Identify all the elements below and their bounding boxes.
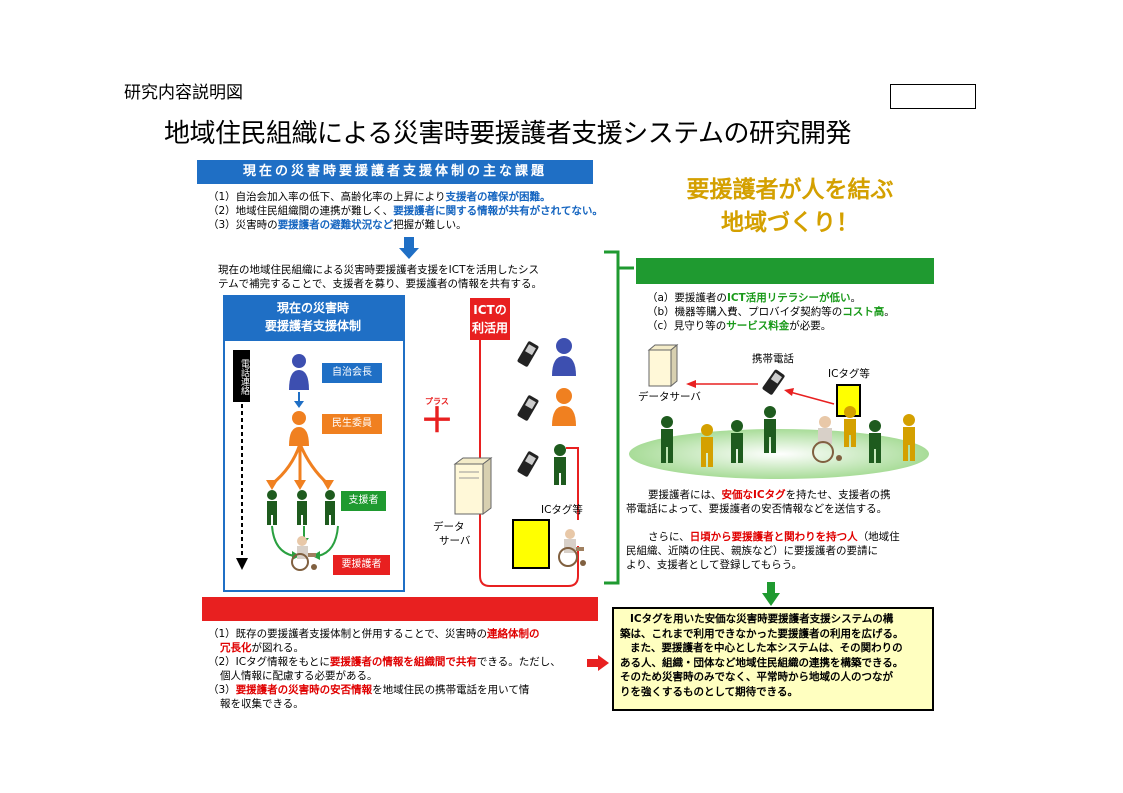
problems-list: （a）要援護者のICT活用リテラシーが低い。 （b）機器等購入費、プロバイダ契約… [647, 291, 937, 333]
current-system-title-1: 現在の災害時 [276, 301, 349, 315]
plus-icon: ＋ [420, 401, 454, 441]
issues-list: （1）自治会加入率の低下、高齢化率の上昇により支援者の確保が困難。 （2）地域住… [208, 190, 648, 232]
ict-title-1: ICTの [473, 303, 507, 317]
right-server-label: データサーバ [638, 391, 701, 403]
slogan-line-1: 要援護者が人を結ぶ [686, 177, 894, 203]
branch-arrows-icon [266, 443, 334, 490]
conclusion-line-5: そのため災害時のみでなく、平常時から地域の人のつなが [620, 671, 893, 683]
ic-tag-icon [512, 519, 550, 569]
supporter-person-icon [267, 490, 335, 525]
slogan-line-2: 地域づくり！ [721, 210, 859, 236]
issue-2: （2）地域住民組織間の連携が難しく、要援護者に関する情報が共有がされてない。 [208, 205, 603, 217]
conclusion-line-3: また、要援護者を中心とした本システムは、その関わりの [630, 642, 903, 654]
ict-server-label: データ サーバ [433, 520, 470, 548]
ict-tag-label: ICタグ等 [541, 504, 583, 516]
dotted-down-arrow-icon [236, 404, 248, 570]
role-welfare-label: 民生委員 [322, 414, 382, 434]
effect-3: （3）要援護者の災害時の安否情報を地域住民の携帯電話を用いて情 [208, 684, 530, 696]
effect-2: （2）ICタグ情報をもとに要援護者の情報を組織間で共有できる。ただし、 [208, 656, 561, 668]
right-tag-label: ICタグ等 [828, 368, 870, 380]
right-desc-1-line-2: 帯電話によって、要援護者の安否情報などを送信する。 [626, 503, 888, 515]
conclusion-line-4: ある人、組織・団体など地域住民組織の連携を構築できる。 [620, 656, 904, 669]
conclusion-line-2: 築は、これまで利用できなかった要援護者の利用を広げる。 [620, 627, 904, 640]
red-right-arrow-icon [587, 655, 609, 671]
ict-red-frame [479, 338, 579, 587]
effect-1: （1）既存の要援護者支援体制と併用することで、災害時の連絡体制の [208, 628, 540, 640]
current-system-title-2: 要援護者支援体制 [264, 319, 361, 333]
plus-label: プラス [425, 397, 449, 406]
signal-arrows-icon [686, 380, 835, 405]
blue-arrow-icon [294, 392, 304, 408]
phone-person-row-icon [517, 338, 576, 485]
right-green-heading [636, 258, 934, 284]
right-bracket [604, 250, 634, 585]
issues-heading: 現在の災害時要援護者支援体制の主な課題 [197, 160, 593, 184]
intro-text: 現在の地域住民組織による災害時要援護者支援をICTを活用したシス テムで補完する… [218, 263, 618, 291]
effect-3-line-2: 報を収集できる。 [220, 698, 304, 710]
slogan: 要援護者が人を結ぶ 地域づくり！ [645, 174, 935, 240]
ict-title: ICTの 利活用 [470, 298, 510, 340]
community-persons-icon [661, 406, 915, 467]
issue-3: （3）災害時の要援護者の避難状況など把握が難しい。 [208, 219, 467, 231]
right-phone-label: 携帯電話 [752, 353, 794, 365]
ict-title-2: 利活用 [471, 321, 508, 335]
ict-server-label-2: サーバ [439, 535, 471, 547]
ict-server-label-1: データ [433, 521, 465, 533]
right-desc-2-line-2: 民組織、近隣の住民、親族など）に要援護者の要請に [626, 545, 878, 557]
welfare-person-icon [289, 411, 309, 446]
id-box [890, 84, 976, 109]
conclusion-box: ICタグを用いた安価な災害時要援護者支援システムの構 築は、これまで利用できなか… [612, 607, 934, 711]
down-arrow-icon [399, 237, 419, 259]
role-supporter-label: 支援者 [341, 491, 386, 511]
intro-line-2: テムで補完することで、支援者を募り、要援護者の情報を共有する。 [218, 278, 543, 290]
phone-contact-label: 電話連絡 [233, 350, 250, 402]
intro-line-1: 現在の地域住民組織による災害時要援護者支援をICTを活用したシス [218, 264, 540, 276]
conclusion-line-1: ICタグを用いた安価な災害時要援護者支援システムの構 [630, 613, 894, 625]
conclusion-line-6: りを強くするものとして期待できる。 [620, 685, 798, 698]
right-desc-2-line-3: より、支援者として登録してもらう。 [626, 559, 803, 571]
server-icon [647, 343, 679, 388]
right-desc-2: さらに、日頃から要援護者と関わりを持つ人（地域住 民組織、近隣の住民、親族など）… [626, 530, 936, 572]
server-icon [453, 457, 493, 515]
green-down-arrow-icon [762, 582, 780, 606]
caption: 研究内容説明図 [124, 83, 243, 103]
effect-2-line-2: 個人情報に配慮する必要がある。 [220, 670, 378, 682]
wheelchair-person-icon [291, 536, 317, 571]
leader-person-icon [289, 354, 309, 390]
effects-red-heading [202, 597, 598, 621]
wheelchair-person-icon [558, 529, 586, 567]
problem-a: （a）要援護者のICT活用リテラシーが低い。 [647, 292, 862, 304]
problem-c: （c）見守り等のサービス料金が必要。 [647, 320, 832, 332]
problem-b: （b）機器等購入費、プロバイダ契約等のコスト高。 [647, 306, 895, 318]
effects-list: （1）既存の要援護者支援体制と併用することで、災害時の連絡体制の 冗長化が図れる… [208, 627, 598, 711]
role-chairman-label: 自治会長 [322, 363, 382, 383]
mobile-phone-icon [762, 369, 785, 395]
role-care-recipient-label: 要援護者 [333, 555, 390, 575]
right-desc-1: 要援護者には、安価なICタグを持たせ、支援者の携 帯電話によって、要援護者の安否… [626, 488, 936, 516]
page-title: 地域住民組織による災害時要援護者支援システムの研究開発 [164, 119, 851, 149]
issue-1: （1）自治会加入率の低下、高齢化率の上昇により支援者の確保が困難。 [208, 191, 551, 203]
current-system-title: 現在の災害時 要援護者支援体制 [223, 295, 403, 341]
